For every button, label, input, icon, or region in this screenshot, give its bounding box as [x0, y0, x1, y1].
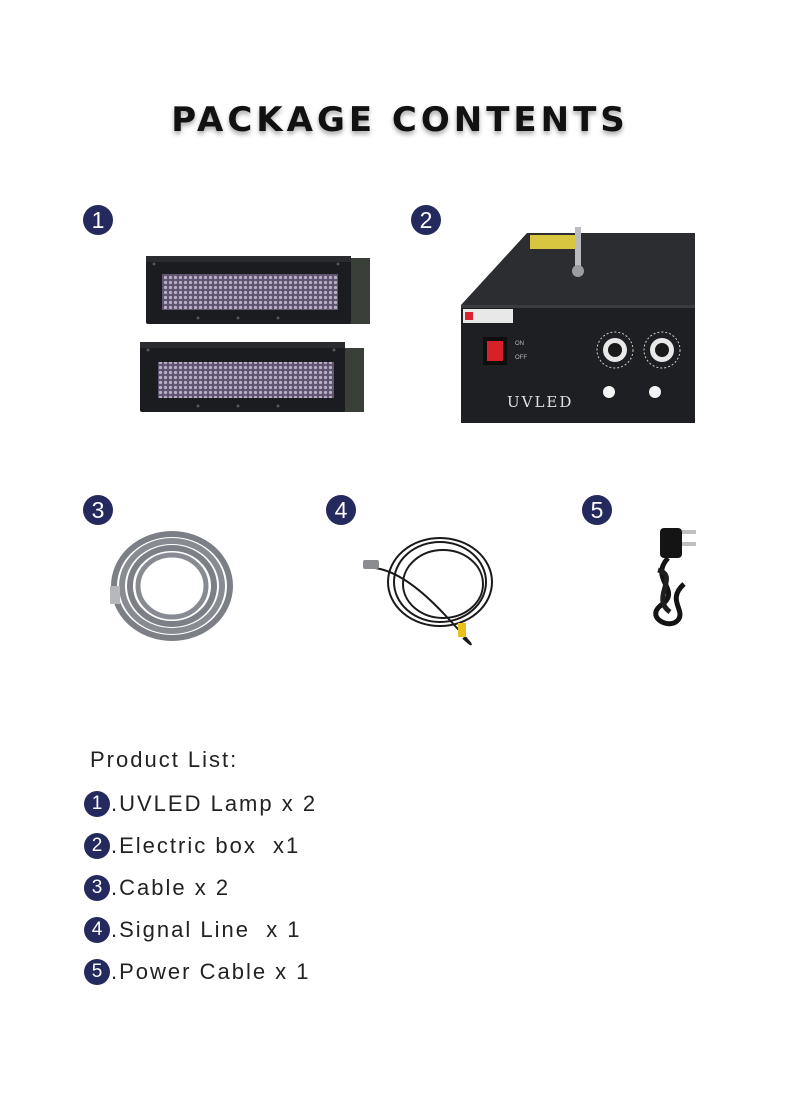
uv-led-lamp-image: [140, 256, 370, 412]
list-item: 3 .Cable x 2: [84, 874, 230, 902]
list-number-badge: 3: [84, 875, 110, 901]
cable-coil-image: [110, 531, 233, 641]
product-list-heading: Product List:: [90, 747, 239, 772]
list-item: 5 .Power Cable x 1: [84, 958, 311, 986]
list-number-badge: 1: [84, 791, 110, 817]
signal-line-image: [363, 537, 493, 646]
page-title: PACKAGE CONTENTS: [171, 100, 629, 140]
list-item-text: .Power Cable x 1: [111, 959, 311, 984]
electric-box-image: ON OFF UVLED: [461, 227, 695, 423]
list-number-badge: 4: [84, 917, 110, 943]
list-item-text: .UVLED Lamp x 2: [111, 791, 318, 816]
list-item-text: .Signal Line x 1: [111, 917, 302, 942]
brand-label: UVLED: [507, 393, 573, 411]
item-number-badge: 5: [582, 495, 612, 525]
item-number-badge: 3: [83, 495, 113, 525]
item-number-badge: 4: [326, 495, 356, 525]
power-cable-image: [653, 528, 696, 627]
item-number-badge: 2: [411, 205, 441, 235]
list-item: 2 .Electric box x1: [84, 832, 300, 860]
switch-off-label: OFF: [515, 355, 527, 361]
item-number-badge: 1: [83, 205, 113, 235]
switch-on-label: ON: [515, 341, 524, 347]
list-number-badge: 5: [84, 959, 110, 985]
list-item: 1 .UVLED Lamp x 2: [84, 790, 317, 818]
list-item-text: .Cable x 2: [111, 875, 231, 900]
list-item: 4 .Signal Line x 1: [84, 916, 302, 944]
list-item-text: .Electric box x1: [111, 833, 301, 858]
list-number-badge: 2: [84, 833, 110, 859]
